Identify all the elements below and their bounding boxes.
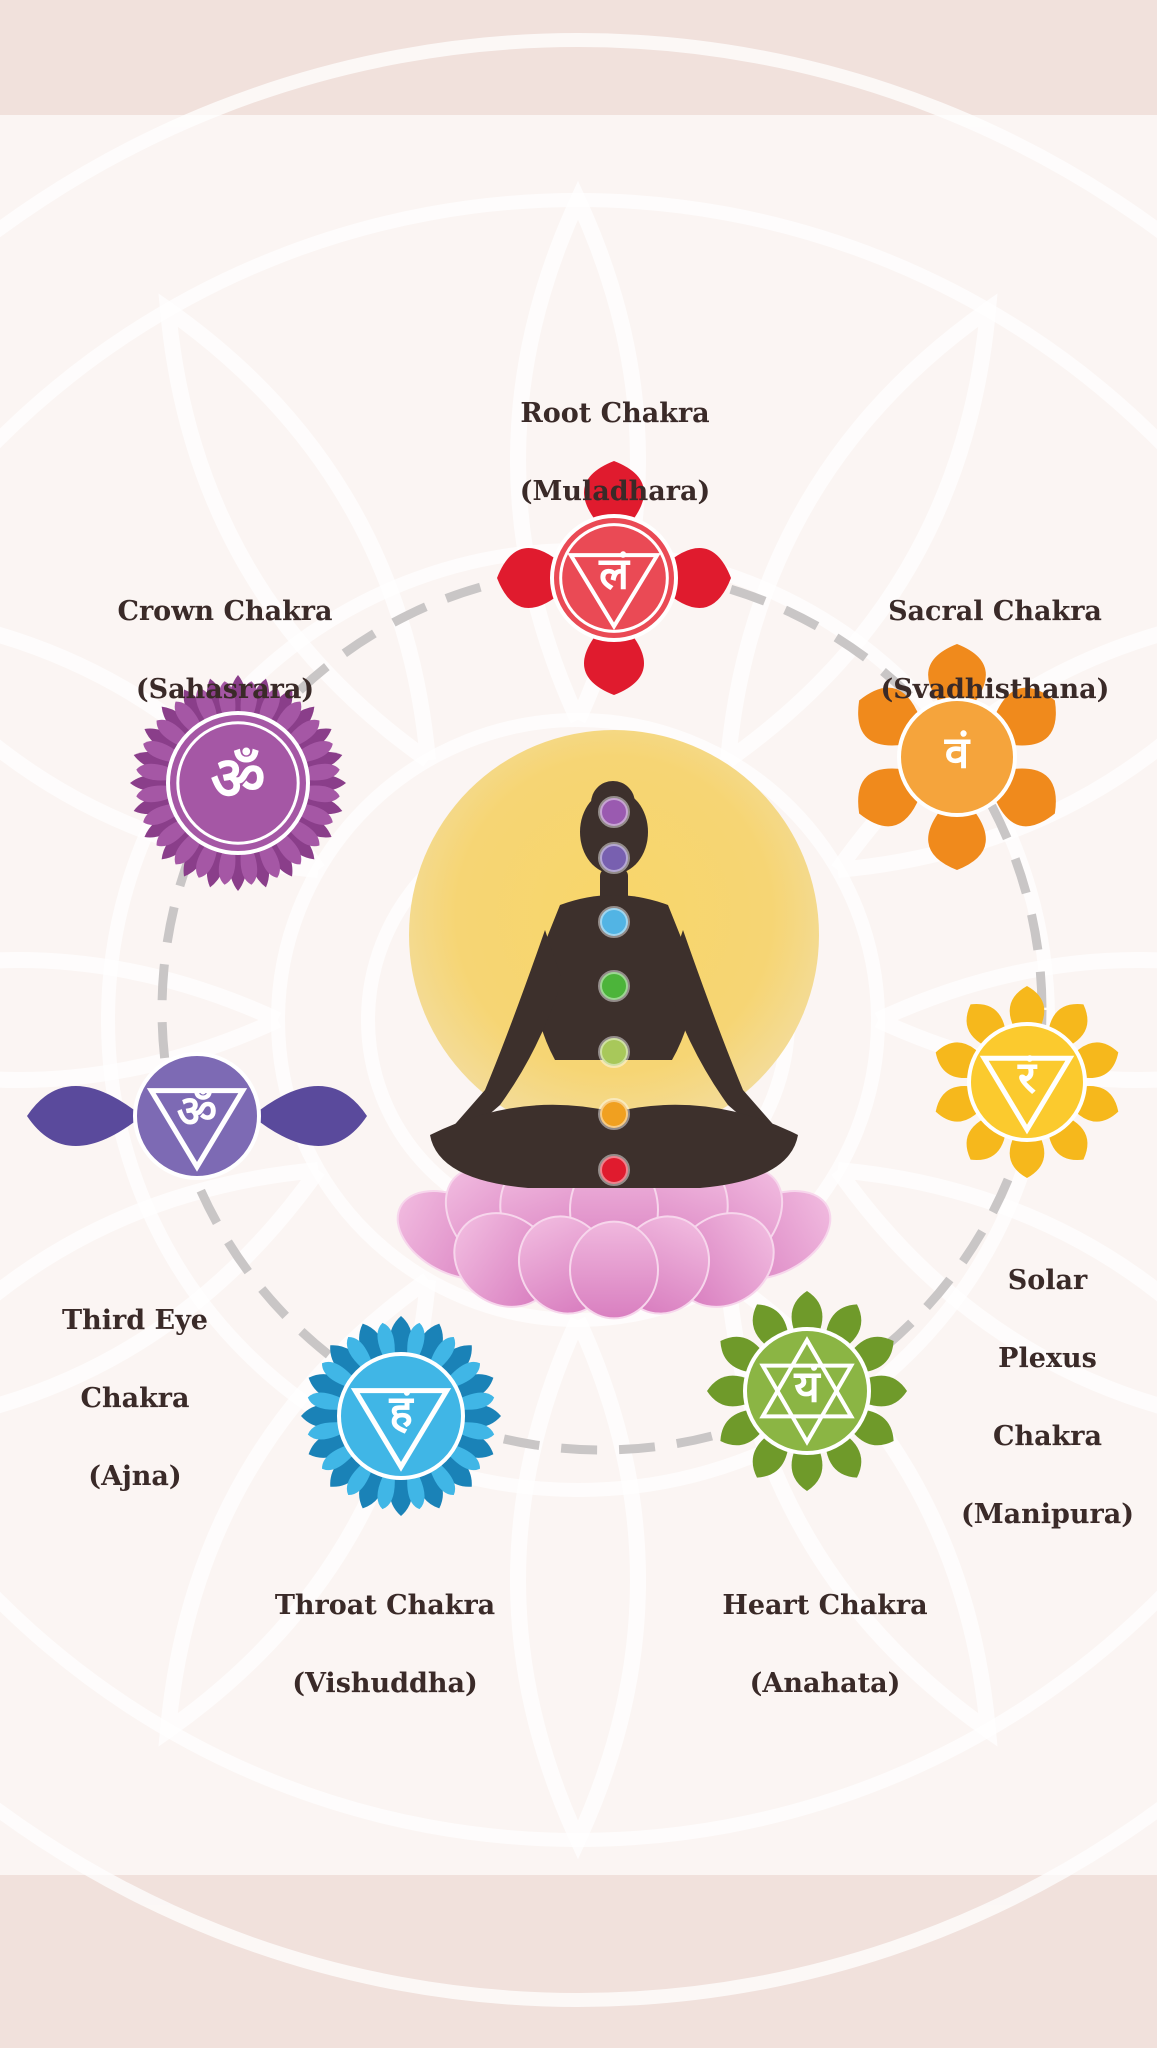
chakra-sacral-icon: वं <box>858 644 1056 870</box>
body-dot <box>598 1098 630 1130</box>
chakra-heart-bija: यं <box>793 1362 821 1413</box>
label-solar-line1: Solar <box>1007 1265 1088 1296</box>
label-solar-sanskrit: (Manipura) <box>960 1499 1135 1530</box>
chakra-heart-icon: यं <box>707 1291 907 1491</box>
chakra-throat-icon: हं <box>301 1316 501 1516</box>
label-crown-sanskrit: (Sahasrara) <box>135 674 315 705</box>
chakra-thirdeye-bija: ॐ <box>177 1087 217 1138</box>
body-dot <box>598 970 630 1002</box>
label-sacral: Sacral Chakra (Svadhisthana) <box>855 553 1135 748</box>
label-thirdeye-line2: Chakra <box>80 1383 190 1414</box>
label-thirdeye-line1: Third Eye <box>62 1305 208 1336</box>
body-chakra-dots <box>598 796 630 1186</box>
label-root: Root Chakra (Muladhara) <box>455 355 775 550</box>
label-solar-line2: Plexus <box>998 1343 1097 1374</box>
body-dot <box>598 1154 630 1186</box>
label-sacral-sanskrit: (Svadhisthana) <box>880 674 1110 705</box>
lotus-flower <box>396 1154 832 1320</box>
label-throat-sanskrit: (Vishuddha) <box>292 1668 478 1699</box>
chakra-crown-icon: ॐ <box>130 675 346 891</box>
lotus-petal <box>569 1220 659 1320</box>
body-dot <box>598 842 630 874</box>
label-root-sanskrit: (Muladhara) <box>519 476 711 507</box>
chakra-thirdeye-icon: ॐ <box>27 1052 367 1180</box>
label-solar-line3: Chakra <box>992 1421 1103 1452</box>
label-sacral-name: Sacral Chakra <box>888 596 1102 627</box>
label-heart: Heart Chakra (Anahata) <box>680 1547 970 1742</box>
chakra-root-bija: लं <box>598 549 631 600</box>
chakra-solar-bija: रं <box>1017 1053 1038 1104</box>
chakra-root-icon: लं <box>497 461 731 695</box>
chakra-crown-bija: ॐ <box>211 744 266 814</box>
chakra-throat-bija: हं <box>388 1387 414 1438</box>
body-dot <box>598 906 630 938</box>
body-dot <box>598 1036 630 1068</box>
label-crown: Crown Chakra (Sahasrara) <box>85 553 365 748</box>
label-solar: Solar Plexus Chakra (Manipura) <box>950 1222 1145 1573</box>
chakra-solar-icon: रं <box>935 986 1119 1178</box>
chakra-sacral-bija: वं <box>944 728 971 779</box>
label-root-name: Root Chakra <box>520 398 710 429</box>
label-throat-name: Throat Chakra <box>274 1590 496 1621</box>
label-throat: Throat Chakra (Vishuddha) <box>235 1547 535 1742</box>
label-crown-name: Crown Chakra <box>117 596 333 627</box>
label-thirdeye-sanskrit: (Ajna) <box>88 1461 182 1492</box>
label-heart-sanskrit: (Anahata) <box>749 1668 901 1699</box>
body-dot <box>598 796 630 828</box>
label-thirdeye: Third Eye Chakra (Ajna) <box>40 1262 230 1535</box>
label-heart-name: Heart Chakra <box>722 1590 928 1621</box>
